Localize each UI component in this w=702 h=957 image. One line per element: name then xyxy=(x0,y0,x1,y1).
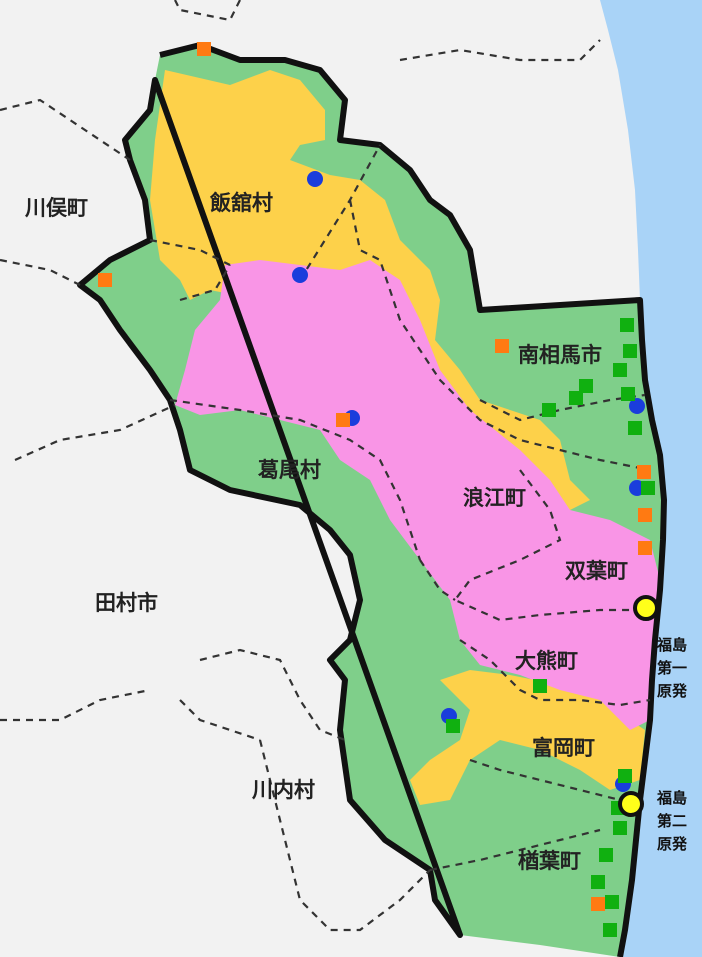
boundary-line xyxy=(258,739,431,932)
boundary-line xyxy=(0,688,151,722)
green-square-marker xyxy=(628,421,642,435)
label-okuma: 大熊町 xyxy=(515,649,578,673)
label-katsurao: 葛尾村 xyxy=(258,458,321,482)
green-square-marker xyxy=(641,481,655,495)
boundary-line xyxy=(174,0,241,22)
green-square-marker xyxy=(569,391,583,405)
plant-daini-marker xyxy=(618,791,644,817)
boundary-line xyxy=(453,469,650,622)
yellow-zone-south xyxy=(410,670,645,805)
plant-daini-label-line1: 福島 xyxy=(656,789,687,807)
plant-daiichi-label-line1: 福島 xyxy=(656,636,687,654)
blue-circle-marker xyxy=(307,171,323,187)
pink-zone xyxy=(175,260,660,730)
green-square-marker xyxy=(605,895,619,909)
orange-square-marker xyxy=(336,413,350,427)
label-tomioka: 富岡町 xyxy=(532,736,595,760)
plant-daini-label-line2: 第二 xyxy=(657,812,687,830)
green-square-marker xyxy=(599,848,613,862)
boundary-line xyxy=(0,98,131,161)
boundary-line xyxy=(169,398,422,561)
sea xyxy=(600,0,702,957)
orange-square-marker xyxy=(638,508,652,522)
blue-circle-marker xyxy=(629,398,645,414)
label-minamisoma: 南相馬市 xyxy=(518,343,602,367)
plant-daiichi: 福島 第一 原発 xyxy=(633,595,688,700)
label-kawamata: 川俣町 xyxy=(24,196,88,220)
label-namie: 浪江町 xyxy=(463,486,526,510)
green-square-marker xyxy=(620,318,634,332)
boundary-line xyxy=(179,264,231,302)
boundary-line xyxy=(179,699,261,742)
blue-circle-marker xyxy=(292,267,308,283)
boundary-line xyxy=(199,648,346,742)
label-futaba: 双葉町 xyxy=(565,559,628,583)
orange-square-marker xyxy=(638,541,652,555)
plant-daiichi-marker xyxy=(633,595,659,621)
green-square-marker xyxy=(613,363,627,377)
green-square-marker xyxy=(533,679,547,693)
label-iitate: 飯舘村 xyxy=(209,191,273,215)
boundary-line xyxy=(0,258,81,286)
label-kawauchi: 川内村 xyxy=(251,778,315,802)
plant-daiichi-label-line2: 第一 xyxy=(657,659,687,677)
markers-layer xyxy=(98,42,655,937)
green-square-marker xyxy=(613,821,627,835)
green-square-marker xyxy=(621,387,635,401)
orange-square-marker xyxy=(98,273,112,287)
green-square-marker xyxy=(618,769,632,783)
label-naraha: 楢葉町 xyxy=(518,849,581,873)
region-border xyxy=(77,42,667,957)
boundary-line xyxy=(14,403,176,462)
green-square-marker xyxy=(542,403,556,417)
boundary-line xyxy=(399,39,601,62)
green-square-marker xyxy=(446,719,460,733)
boundary-line xyxy=(429,828,601,872)
green-square-marker xyxy=(591,875,605,889)
place-labels: 川俣町 飯舘村 南相馬市 葛尾村 浪江町 双葉町 田村市 大熊町 富岡町 川内村… xyxy=(24,191,628,873)
orange-square-marker xyxy=(591,897,605,911)
orange-square-marker xyxy=(637,465,651,479)
plant-daiichi-label-line3: 原発 xyxy=(657,682,688,700)
plant-daini: 福島 第二 原発 xyxy=(618,789,688,853)
green-square-marker xyxy=(603,923,617,937)
plant-daini-label-line3: 原発 xyxy=(657,835,688,853)
boundary-line xyxy=(348,199,651,472)
orange-square-marker xyxy=(495,339,509,353)
green-square-marker xyxy=(623,344,637,358)
green-square-marker xyxy=(579,379,593,393)
orange-square-marker xyxy=(197,42,211,56)
label-tamura: 田村市 xyxy=(95,591,158,615)
